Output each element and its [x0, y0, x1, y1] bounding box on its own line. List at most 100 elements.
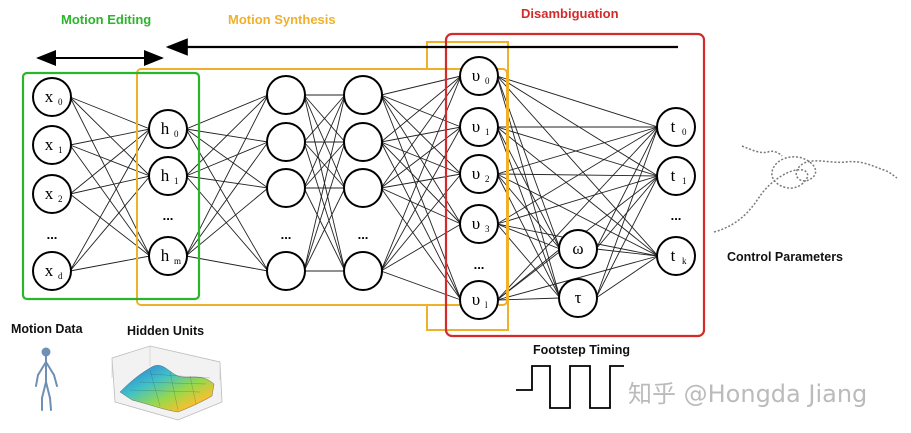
output-node-label: t — [671, 246, 676, 265]
synth-b-node-2 — [343, 168, 383, 208]
motion-editing-title: Motion Editing — [61, 12, 151, 27]
synth-a-node-1 — [266, 122, 306, 162]
hidden-units-caption: Hidden Units — [127, 324, 204, 338]
output-node-circle — [656, 236, 696, 276]
edge-timing-output — [595, 175, 659, 299]
control-parameters-caption: Control Parameters — [727, 250, 843, 264]
motion-editing-region — [21, 71, 201, 301]
edge-synth-upsilon — [380, 94, 462, 301]
edge-synth-synth — [303, 94, 346, 143]
output-node-subscript: k — [682, 256, 687, 266]
edge-timing-output — [595, 255, 659, 299]
input-node-circle — [32, 174, 72, 214]
footstep-timing-waveform — [516, 365, 624, 409]
hidden-node-subscript: 1 — [174, 176, 179, 186]
upsilon-node-circle — [459, 154, 499, 194]
edge-upsilon-output — [496, 75, 659, 257]
synth-b-node-circle — [343, 122, 383, 162]
output-node-subscript: 1 — [682, 176, 687, 186]
edge-synth-upsilon — [380, 141, 462, 301]
hidden-ellipsis: ... — [163, 208, 174, 223]
edge-upsilon-output — [496, 126, 659, 257]
synth-b-node-0 — [343, 75, 383, 115]
hidden-node-2: ... — [163, 208, 174, 223]
upsilon-ellipsis: ... — [474, 257, 485, 272]
upsilon-node-label: υ — [472, 214, 480, 233]
synth-a-node-0 — [266, 75, 306, 115]
edge-synth-upsilon — [380, 126, 462, 189]
synth-b-node-4 — [343, 251, 383, 291]
upsilon-node-subscript: 2 — [485, 174, 490, 184]
timing-node-0: ω — [558, 229, 598, 269]
hidden-node-subscript: 0 — [174, 129, 179, 139]
edge-upsilon-output — [496, 126, 659, 225]
edge-synth-upsilon — [380, 75, 462, 272]
edge-upsilon-output — [496, 126, 659, 177]
synth-b-node-3: ... — [358, 227, 369, 242]
footstep-timing-caption: Footstep Timing — [533, 343, 630, 357]
output-node-circle — [656, 156, 696, 196]
synth-b-node-1 — [343, 122, 383, 162]
synth-a-node-circle — [266, 251, 306, 291]
surface-plot-icon — [111, 345, 223, 421]
edge-synth-upsilon — [380, 141, 462, 225]
upsilon-node-label: υ — [472, 164, 480, 183]
synth-b-node-circle — [343, 168, 383, 208]
edge-upsilon-output — [496, 75, 659, 177]
upsilon-node-label: υ — [472, 290, 480, 309]
hidden-node-label: h — [161, 119, 170, 138]
edge-upsilon-output — [496, 173, 659, 257]
input-node-label: x — [45, 135, 54, 154]
edge-synth-upsilon — [380, 75, 462, 189]
edge-timing-output — [595, 126, 659, 299]
disambiguation-region — [444, 32, 706, 338]
timing-node-label: ω — [572, 239, 583, 258]
control-trajectory-icon — [713, 145, 898, 233]
synth-a-ellipsis: ... — [281, 227, 292, 242]
hidden-node-circle — [148, 156, 188, 196]
motion-synthesis-title: Motion Synthesis — [228, 12, 336, 27]
edge-synth-synth — [303, 94, 346, 272]
output-node-subscript: 0 — [682, 127, 687, 137]
edge-synth-synth — [303, 141, 346, 189]
upsilon-node-circle — [459, 280, 499, 320]
synth-b-node-circle — [343, 251, 383, 291]
edge-synth-upsilon — [380, 75, 462, 143]
motion-data-caption: Motion Data — [11, 322, 84, 336]
watermark: 知乎 @Hongda Jiang — [628, 380, 867, 408]
edge-synth-synth — [303, 141, 346, 272]
synth-b-ellipsis: ... — [358, 227, 369, 242]
timing-node-label: τ — [575, 288, 582, 307]
disambiguation-title: Disambiguation — [521, 6, 619, 21]
input-node-label: x — [45, 184, 54, 203]
edge-synth-upsilon — [380, 173, 462, 189]
upsilon-node-circle — [459, 107, 499, 147]
hidden-node-subscript: m — [174, 256, 181, 266]
edge-synth-upsilon — [380, 173, 462, 272]
output-node-label: t — [671, 117, 676, 136]
edge-upsilon-output — [496, 126, 659, 301]
edge-synth-synth — [303, 94, 346, 189]
skeleton-figure-icon — [35, 347, 58, 411]
upsilon-node-subscript: 3 — [485, 224, 490, 234]
upsilon-node-circle — [459, 56, 499, 96]
input-node-subscript: 2 — [58, 194, 63, 204]
edge-synth-upsilon — [380, 75, 462, 96]
input-node-label: x — [45, 87, 54, 106]
timing-node-circle — [558, 278, 598, 318]
hidden-node-circle — [148, 109, 188, 149]
synth-a-node-2 — [266, 168, 306, 208]
output-ellipsis: ... — [671, 208, 682, 223]
edge-synth-upsilon — [380, 270, 462, 301]
synth-a-node-circle — [266, 168, 306, 208]
edge-synth-upsilon — [380, 94, 462, 128]
